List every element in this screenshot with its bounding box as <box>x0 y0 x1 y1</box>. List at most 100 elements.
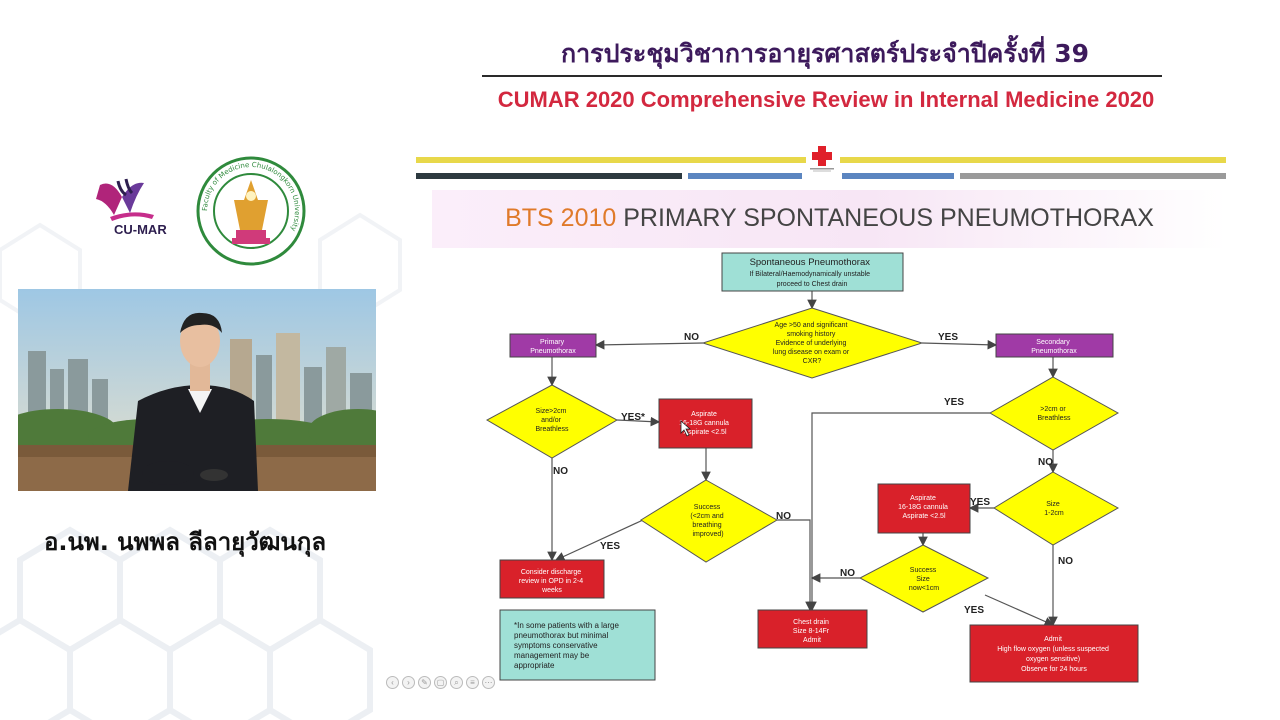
conference-title-english: CUMAR 2020 Comprehensive Review in Inter… <box>497 87 1155 112</box>
menu-icon[interactable]: ≡ <box>466 676 479 689</box>
node-secondary: Secondary Pneumothorax <box>995 333 1114 358</box>
node-discharge: Consider discharge review in OPD in 2-4 … <box>499 559 605 599</box>
pen-icon[interactable]: ✎ <box>418 676 431 689</box>
admit-line-4: Observe for 24 hours <box>1021 666 1087 673</box>
start-line-2: If Bilateral/Haemodynamically unstable <box>749 271 870 278</box>
svg-text:Success (<2cm and: Success (<2cm and breathing improved) <box>690 504 725 538</box>
success-p-line-3: breathing <box>692 522 721 529</box>
label-size12-no: NO <box>1058 556 1073 567</box>
label-success-p-yes: YES <box>600 541 620 552</box>
node-age-decision: Age >50 and significant smoking history … <box>701 307 924 379</box>
success-s-line-1: Success <box>910 567 937 574</box>
node-gt2-breathless: >2cm or Breathless <box>989 376 1120 451</box>
note-line-1: *In some patients with a large <box>514 621 619 630</box>
gt2-line-1: >2cm or <box>1040 406 1066 413</box>
edge-success-discharge <box>554 519 644 561</box>
label-success-s-yes: YES <box>964 605 984 616</box>
note-line-5: appropriate <box>514 661 555 670</box>
success-s-line-3: now<1cm <box>909 585 939 592</box>
success-p-line-2: (<2cm and <box>690 513 723 520</box>
svg-text:>2cm or Breathless: >2cm or Breathless <box>1037 406 1071 422</box>
primary-line-1: Primary <box>540 339 565 346</box>
slide-title: BTS 2010 PRIMARY SPONTANEOUS PNEUMOTHORA… <box>432 204 1227 233</box>
edge-success-chestdrain <box>777 519 815 612</box>
svg-text:Size>2cm and/or Br: Size>2cm and/or Breathless <box>535 408 569 433</box>
node-size-1-2: Size 1-2cm <box>993 471 1120 546</box>
label-gt2-no: NO <box>1038 457 1053 468</box>
aspirate-p-line-2: 16-18G cannula <box>679 420 729 427</box>
label-size-yes: YES* <box>621 412 645 423</box>
slide-title-accent: BTS 2010 <box>505 204 617 232</box>
prev-icon[interactable]: ‹ <box>386 676 399 689</box>
chest-drain-line-1: Chest drain <box>793 619 829 626</box>
pneumothorax-flowchart: Spontaneous Pneumothorax If Bilateral/Ha… <box>485 252 1139 683</box>
svg-text:Spontaneous Pneumothorax: Spontaneous Pneumothorax If Bilateral/Ha… <box>749 252 874 288</box>
node-success-secondary: Success Size now<1cm <box>858 544 990 613</box>
node-aspirate-secondary: Aspirate 16-18G cannula Aspirate <2.5l <box>877 483 971 534</box>
slide-header-background <box>432 190 1227 248</box>
zoom-icon[interactable]: ⌕ <box>450 676 463 689</box>
speaker-figure <box>128 312 258 491</box>
success-p-line-4: improved) <box>692 531 723 538</box>
age-line-2: smoking history <box>787 331 836 338</box>
discharge-line-1: Consider discharge <box>521 569 581 576</box>
svg-text:Age >50 and significant: Age >50 and significant smoking history … <box>773 322 851 365</box>
speaker-name: อ.นพ. นพพล ลีลายุวัฒนกุล <box>43 528 327 556</box>
discharge-line-2: review in OPD in 2-4 <box>519 578 583 585</box>
gray-band <box>960 173 1226 179</box>
node-chest-drain: Chest drain Size 8-14Fr Admit <box>757 609 868 649</box>
size-line-2: and/or <box>541 417 562 424</box>
svg-text:Aspirate 16-18G cannula: Aspirate 16-18G cannula Aspirate <2.5l <box>898 495 950 520</box>
chest-drain-line-3: Admit <box>803 637 821 644</box>
mouse-cursor-icon <box>680 420 692 437</box>
admit-line-2: High flow oxygen (unless suspected <box>997 646 1109 653</box>
edge-gt2-chestdrain <box>807 412 990 612</box>
label-success-s-no: NO <box>840 568 855 579</box>
label-age-yes: YES <box>938 332 958 343</box>
svg-text:Size 1-2cm: Size 1-2cm <box>1044 501 1064 517</box>
svg-text:Aspirate 16-18G cannula: Aspirate 16-18G cannula Aspirate <2.5l <box>679 411 731 436</box>
label-size12-yes: YES <box>970 497 990 508</box>
aspirate-s-line-3: Aspirate <2.5l <box>903 513 946 520</box>
aspirate-p-line-3: Aspirate <2.5l <box>684 429 727 436</box>
node-start: Spontaneous Pneumothorax If Bilateral/Ha… <box>721 252 904 292</box>
discharge-line-3: weeks <box>541 587 562 594</box>
svg-text:Secondary Pneumothorax: Secondary Pneumothorax <box>1031 339 1077 355</box>
edge-age-secondary <box>921 339 998 350</box>
node-aspirate-primary: Aspirate 16-18G cannula Aspirate <2.5l <box>658 398 753 449</box>
copy-icon[interactable]: ▢ <box>434 676 447 689</box>
primary-line-2: Pneumothorax <box>530 348 576 355</box>
start-line-3: proceed to Chest drain <box>777 281 848 288</box>
success-s-line-2: Size <box>916 576 930 583</box>
admit-line-1: Admit <box>1044 636 1062 643</box>
svg-text:*In some patients with a large: *In some patients with a large pneumotho… <box>514 621 621 670</box>
svg-text:Primary Pneumothorax: Primary Pneumothorax <box>530 339 576 355</box>
cumar-logo-label: CU-MAR <box>114 222 167 237</box>
conference-title-thai: การประชุมวิชาการอายุรศาสตร์ประจำปีครั้งท… <box>561 39 1089 68</box>
svg-text:Consider discharge revie: Consider discharge review in OPD in 2-4 … <box>519 569 585 594</box>
start-line-1: Spontaneous Pneumothorax <box>750 257 871 268</box>
note-line-4: management may be <box>514 651 590 660</box>
speaker-video[interactable] <box>18 289 376 491</box>
secondary-line-1: Secondary <box>1036 339 1070 346</box>
age-line-3: Evidence of underlying <box>776 340 847 347</box>
age-line-4: lung disease on exam or <box>773 349 850 356</box>
svg-text:Chest drain Size 8-14Fr: Chest drain Size 8-14Fr Admit <box>793 619 831 644</box>
node-success-primary: Success (<2cm and breathing improved) <box>640 479 778 563</box>
dark-band <box>416 173 682 179</box>
node-size-breathless: Size>2cm and/or Breathless <box>485 384 619 459</box>
age-line-1: Age >50 and significant <box>775 322 848 329</box>
slide-player-controls: ‹ › ✎ ▢ ⌕ ≡ ⋯ <box>386 676 495 690</box>
cumar-logo-icon <box>96 178 154 221</box>
next-icon[interactable]: › <box>402 676 415 689</box>
slide-title-rest: PRIMARY SPONTANEOUS PNEUMOTHORAX <box>623 204 1154 232</box>
admit-line-3: oxygen sensitive) <box>1026 656 1080 663</box>
title-divider <box>482 75 1162 77</box>
more-icon[interactable]: ⋯ <box>482 676 495 689</box>
label-age-no: NO <box>684 332 699 343</box>
label-size-no: NO <box>553 466 568 477</box>
label-gt2-yes: YES <box>944 397 964 408</box>
blue-band-right <box>842 173 954 179</box>
note-line-3: symptoms conservative <box>514 641 598 650</box>
